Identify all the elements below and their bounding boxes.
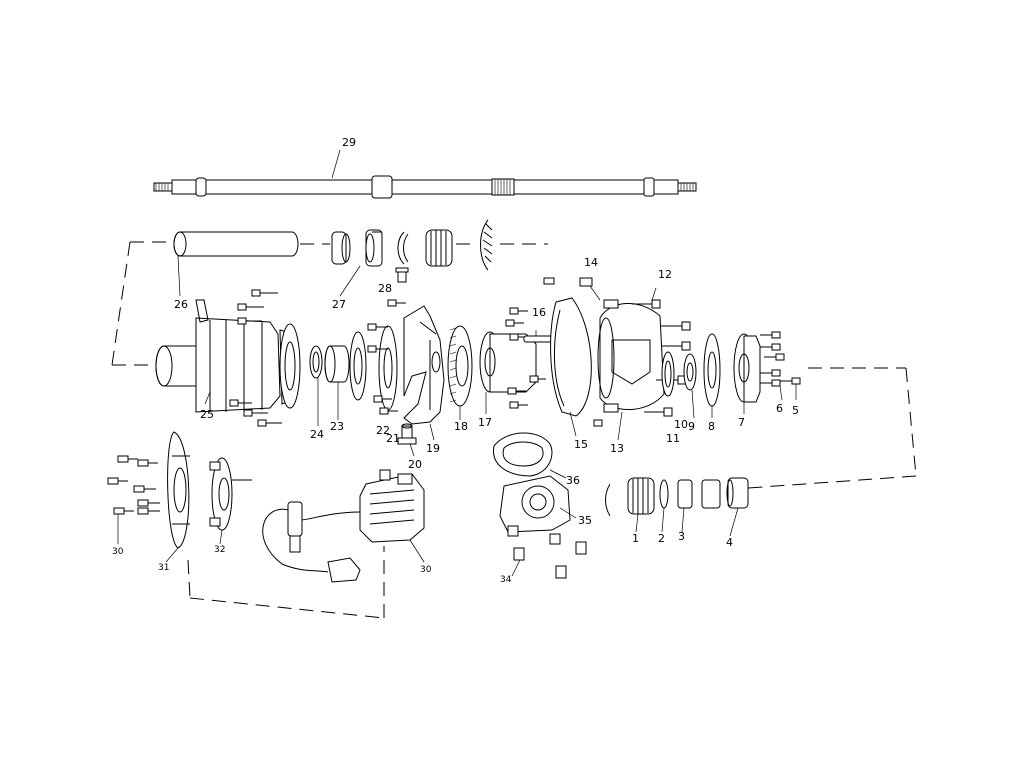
label-8: 8 bbox=[708, 420, 715, 433]
parts-10-9-8-7-rings bbox=[661, 331, 917, 489]
part-29-shaft bbox=[153, 149, 697, 199]
label-11: 11 bbox=[666, 432, 680, 445]
parts-30-31-32-left bbox=[107, 431, 252, 563]
part-35-bearing-housing bbox=[499, 475, 587, 579]
part-33-pump-motor bbox=[262, 469, 425, 583]
part-18-gear bbox=[447, 325, 473, 420]
label-3: 3 bbox=[678, 530, 685, 543]
label-31: 31 bbox=[158, 563, 169, 573]
label-22: 22 bbox=[376, 424, 390, 437]
lower-dashed-loop bbox=[187, 546, 385, 619]
label-15: 15 bbox=[574, 438, 588, 451]
label-36: 36 bbox=[566, 474, 580, 487]
label-9: 9 bbox=[688, 420, 695, 433]
part-labels: 29 26 27 28 14 12 16 25 24 23 22 21 19 2… bbox=[112, 136, 799, 585]
label-24: 24 bbox=[310, 428, 324, 441]
label-7: 7 bbox=[738, 416, 745, 429]
label-12: 12 bbox=[658, 268, 672, 281]
label-20: 20 bbox=[408, 458, 422, 471]
label-1: 1 bbox=[632, 532, 639, 545]
label-14: 14 bbox=[584, 256, 598, 269]
bolt-group-25 bbox=[229, 289, 282, 427]
label-29: 29 bbox=[342, 136, 356, 149]
label-19: 19 bbox=[426, 442, 440, 455]
label-26: 26 bbox=[174, 298, 188, 311]
label-16: 16 bbox=[532, 306, 546, 319]
lower-right-parts-1-4 bbox=[605, 477, 749, 537]
parts-20-21-fittings bbox=[397, 423, 417, 457]
label-6: 6 bbox=[776, 402, 783, 415]
label-32: 32 bbox=[214, 545, 225, 555]
part-25-housing bbox=[112, 299, 301, 413]
label-25: 25 bbox=[200, 408, 214, 421]
label-2: 2 bbox=[658, 532, 665, 545]
label-34: 34 bbox=[500, 575, 512, 585]
label-28: 28 bbox=[378, 282, 392, 295]
label-17: 17 bbox=[478, 416, 492, 429]
upper-parts-row bbox=[111, 219, 548, 366]
part-15-gasket bbox=[543, 277, 592, 437]
label-30-motor: 30 bbox=[420, 565, 432, 575]
part-17-hub bbox=[479, 307, 553, 414]
label-27: 27 bbox=[332, 298, 346, 311]
part-36-gasket bbox=[493, 432, 567, 479]
label-13: 13 bbox=[610, 442, 624, 455]
label-23: 23 bbox=[330, 420, 344, 433]
label-4: 4 bbox=[726, 536, 733, 549]
label-21: 21 bbox=[386, 432, 400, 445]
label-10: 10 bbox=[674, 418, 688, 431]
part-19-bracket bbox=[367, 299, 445, 441]
label-30-left: 30 bbox=[112, 547, 124, 557]
label-18: 18 bbox=[454, 420, 468, 433]
parts-24-23-22-flanges bbox=[309, 325, 398, 426]
label-5: 5 bbox=[792, 404, 799, 417]
label-35: 35 bbox=[578, 514, 592, 527]
part-13-cover bbox=[579, 277, 691, 441]
